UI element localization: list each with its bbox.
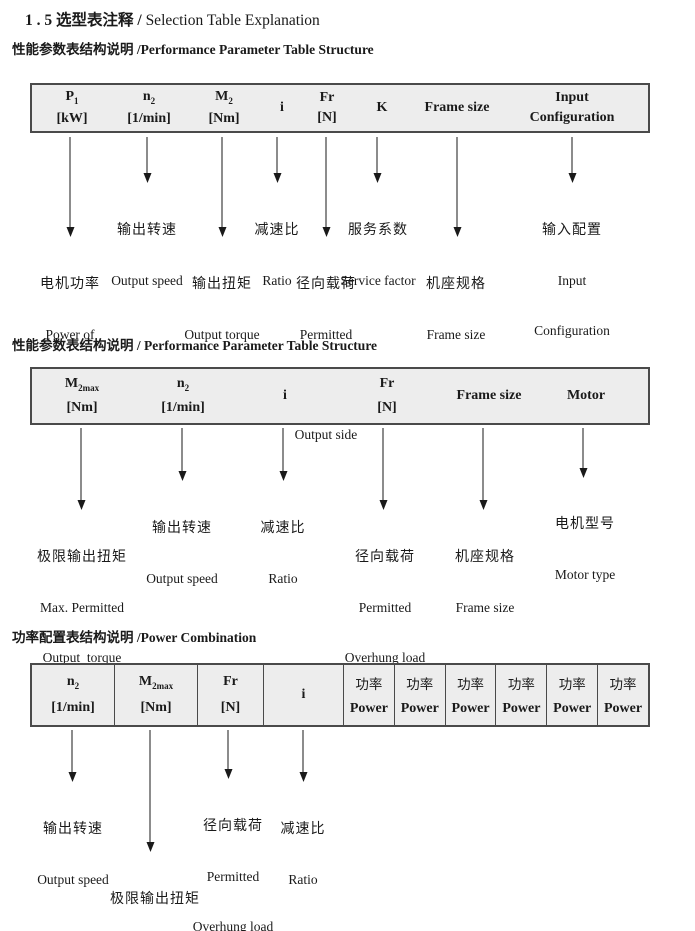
section2-header-table: M2max[Nm] n2[1/min] i Fr[N] Frame size M… (30, 367, 650, 425)
down-arrow (373, 137, 382, 183)
down-arrow (68, 730, 77, 782)
col-p1: P1[kW] (56, 89, 88, 126)
down-arrow (379, 428, 388, 510)
col-n2: n2[1/min] (127, 89, 171, 126)
down-arrow (273, 137, 282, 183)
col-frame-size: Frame size (424, 100, 490, 115)
callout-output-speed: 输出转速 Output speed (37, 822, 109, 887)
callout-overhung-load: 径向载荷 Permitted Overhung load Output side (192, 819, 274, 931)
page-title: 1 . 5 选型表注释 / Selection Table Explanatio… (25, 8, 320, 30)
callout-max-output-torque: 极限输出扭矩 Max. Permitted Output torque (37, 550, 127, 665)
down-arrow (579, 428, 588, 478)
callout-max-output-torque: 极限输出扭矩 Max. Permitted Output torque (110, 892, 200, 907)
col-fr: Fr[N] (317, 89, 337, 126)
callout-service-factor: 服务系数 Service factor (340, 223, 416, 288)
down-arrow (224, 730, 233, 779)
callout-output-speed: 输出转速 Output speed (146, 521, 218, 586)
col-frame-size: Frame size (456, 388, 522, 403)
down-arrow (568, 137, 577, 183)
page-title-zh: 1 . 5 选型表注释 / (25, 12, 146, 29)
callout-motor-type: 电机型号 Motor type (554, 517, 616, 582)
col-k: K (376, 100, 388, 115)
callout-ratio: 减速比 Ratio (280, 822, 326, 887)
col-m2: M2[Nm] (208, 89, 240, 126)
page-title-en: Selection Table Explanation (145, 12, 320, 29)
section3-heading: 功率配置表结构说明 /Power Combination (12, 630, 257, 645)
col-m2max: M2max[Nm] (64, 376, 100, 415)
callout-output-speed: 输出转速 Output speed (111, 223, 183, 288)
col-motor: Motor (566, 388, 606, 403)
callout-frame-size: 机座规格 Frame size (455, 550, 515, 615)
col-n2: n2[1/min] (32, 665, 115, 725)
down-arrow (66, 137, 75, 237)
down-arrow (453, 137, 462, 237)
down-arrow (77, 428, 86, 510)
col-m2max: M2max[Nm] (115, 665, 198, 725)
down-arrow (299, 730, 308, 782)
down-arrow (146, 730, 155, 852)
callout-frame-size: 机座规格 Frame size (426, 277, 486, 342)
callout-input-configuration: 输入配置 Input Configuration (534, 223, 610, 338)
down-arrow (322, 137, 331, 237)
section2-heading: 性能参数表结构说明 / Performance Parameter Table … (12, 338, 378, 353)
col-fr: Fr[N] (377, 376, 397, 415)
col-fr: Fr[N] (198, 665, 264, 725)
col-i: i (283, 388, 287, 403)
section1-heading: 性能参数表结构说明 /Performance Parameter Table S… (12, 42, 374, 57)
down-arrow (143, 137, 152, 183)
col-i: i (280, 100, 284, 115)
col-n2: n2[1/min] (161, 376, 205, 415)
callout-output-torque: 输出扭矩 Output torque (184, 277, 260, 342)
down-arrow (178, 428, 187, 481)
col-i: i (264, 665, 344, 725)
callout-ratio: 减速比 Ratio (260, 521, 306, 586)
callout-ratio: 减速比 Ratio (254, 223, 300, 288)
down-arrow (479, 428, 488, 510)
section1-header-table: P1[kW] n2[1/min] M2[Nm] i Fr[N] K Frame … (30, 83, 650, 133)
down-arrow (218, 137, 227, 237)
down-arrow (279, 428, 288, 481)
